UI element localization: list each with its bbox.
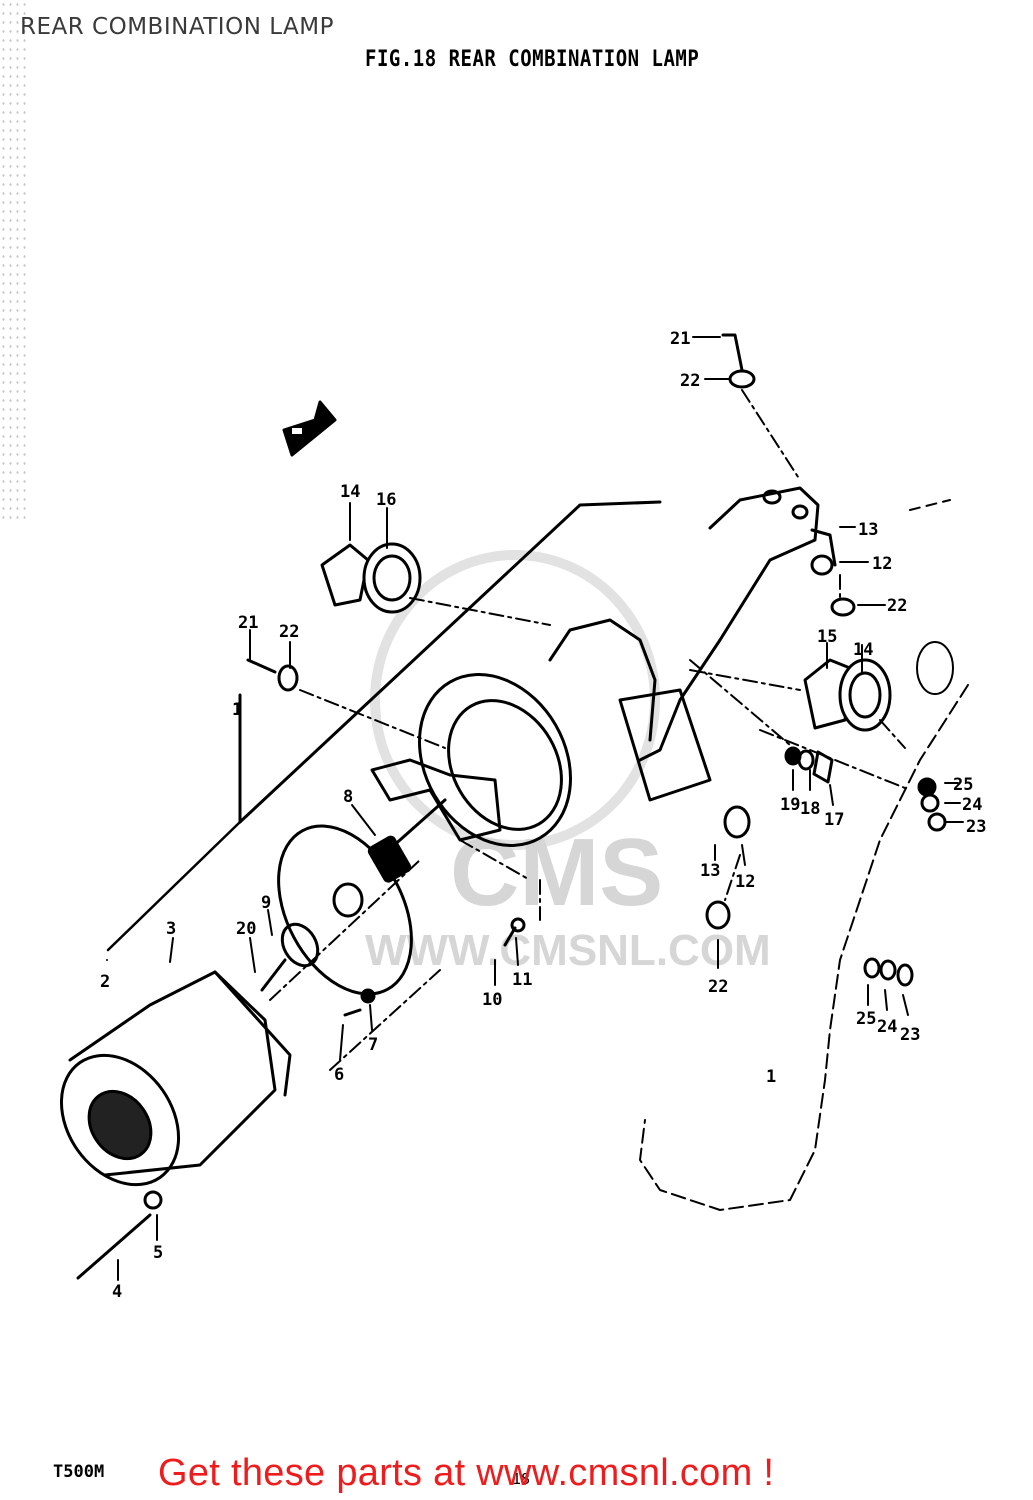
part-label: 17 bbox=[824, 810, 844, 830]
part-label: 7 bbox=[368, 1035, 378, 1055]
part-label: 10 bbox=[482, 990, 502, 1010]
part-label: 23 bbox=[966, 817, 986, 837]
part-label: 25 bbox=[953, 775, 973, 795]
part-label: 6 bbox=[334, 1065, 344, 1085]
part-label: 12 bbox=[735, 872, 755, 892]
part-label: 22 bbox=[887, 596, 907, 616]
part-label: 22 bbox=[708, 977, 728, 997]
part-label: 2 bbox=[100, 972, 110, 992]
scan-noise bbox=[0, 0, 30, 520]
part-label: 13 bbox=[858, 520, 878, 540]
part-label: 21 bbox=[238, 613, 258, 633]
bulb-socket bbox=[260, 798, 447, 992]
part-label: 20 bbox=[236, 919, 256, 939]
part-label: 22 bbox=[279, 622, 299, 642]
alignment-lines bbox=[269, 389, 911, 1071]
model-code: T500M bbox=[53, 1462, 105, 1482]
get-parts-banner-link[interactable]: Get these parts at www.cmsnl.com ! bbox=[158, 1452, 775, 1494]
part-label: 24 bbox=[877, 1017, 897, 1037]
figure-title: FIG.18 REAR COMBINATION LAMP bbox=[365, 46, 700, 72]
part-label: 5 bbox=[153, 1243, 163, 1263]
part-label: 18 bbox=[800, 799, 820, 819]
part-label: 11 bbox=[512, 970, 532, 990]
part-label: 1 bbox=[232, 700, 242, 720]
small-bracket bbox=[370, 758, 502, 842]
part-label: 3 bbox=[166, 919, 176, 939]
watermark-url: WWW.CMSNL.COM bbox=[365, 926, 771, 975]
part-label: 14 bbox=[340, 482, 360, 502]
page-number: 18 bbox=[512, 1470, 531, 1488]
part-label: 15 bbox=[817, 627, 837, 647]
part-label: 22 bbox=[680, 371, 700, 391]
part-labels: 1 1 2 3 4 5 6 7 8 9 10 11 12 12 13 13 14… bbox=[100, 329, 986, 1302]
part-label: 9 bbox=[261, 893, 271, 913]
part-label: 23 bbox=[900, 1025, 920, 1045]
part-label: 25 bbox=[856, 1009, 876, 1029]
upper-reflector bbox=[320, 542, 422, 614]
part-label: 21 bbox=[670, 329, 690, 349]
leader-lines bbox=[106, 336, 964, 1281]
fasteners bbox=[76, 333, 947, 1280]
page-title: REAR COMBINATION LAMP bbox=[20, 14, 335, 40]
lamp-gasket bbox=[277, 824, 413, 996]
fender-outline bbox=[639, 499, 969, 1211]
part-label: 24 bbox=[962, 795, 982, 815]
part-label: 1 bbox=[766, 1067, 776, 1087]
part-label: 14 bbox=[853, 640, 873, 660]
part-label: 16 bbox=[376, 490, 396, 510]
part-label: 19 bbox=[780, 795, 800, 815]
part-label: 8 bbox=[343, 787, 353, 807]
watermark-brand: CMS bbox=[450, 819, 663, 926]
front-direction-arrow bbox=[282, 400, 337, 457]
part-label: 4 bbox=[112, 1282, 122, 1302]
lamp-housing bbox=[59, 970, 292, 1187]
mounting-arm bbox=[548, 486, 820, 802]
side-reflector bbox=[803, 658, 892, 732]
part-label: 12 bbox=[872, 554, 892, 574]
part-label: 13 bbox=[700, 861, 720, 881]
